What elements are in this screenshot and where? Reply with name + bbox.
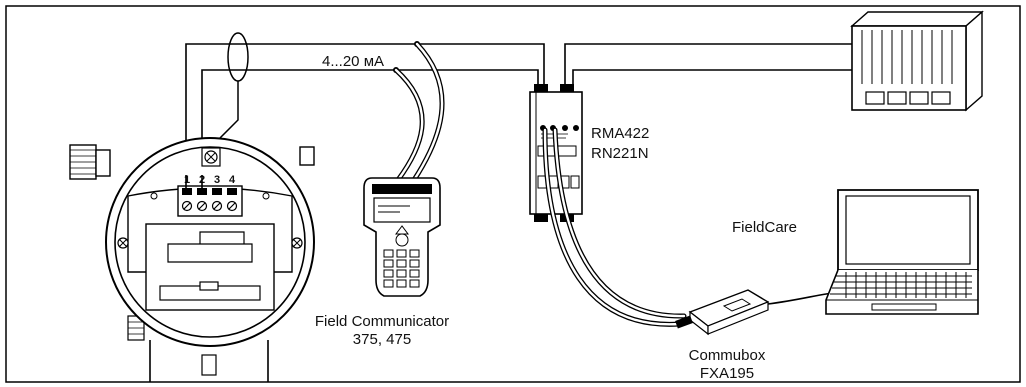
figure-frame bbox=[5, 5, 1021, 383]
ground-terminal bbox=[201, 147, 221, 167]
barrier-model-label: RN221N bbox=[591, 145, 649, 162]
commubox-label: Commubox bbox=[689, 347, 766, 364]
loop-wires bbox=[185, 43, 852, 175]
terminal-label-4: 4 bbox=[229, 174, 236, 186]
output-wire-upper bbox=[564, 43, 852, 86]
communicator-screen bbox=[373, 197, 431, 223]
communicator-cable bbox=[393, 41, 445, 183]
laptop-keyboard bbox=[830, 272, 972, 311]
loop-wire-upper bbox=[185, 43, 545, 175]
terminal-screws bbox=[181, 188, 238, 212]
housing-inner-ring bbox=[114, 146, 306, 338]
loop-wire-lower bbox=[201, 69, 539, 175]
fieldcare-label: FieldCare bbox=[732, 219, 797, 236]
transmitter-housing: 1 2 3 4 bbox=[69, 137, 315, 382]
output-wire-lower bbox=[572, 69, 852, 86]
commubox-model-label: FXA195 bbox=[700, 365, 754, 382]
communicator-label: Field Communicator bbox=[315, 313, 449, 330]
terminal-label-3: 3 bbox=[214, 174, 220, 186]
commubox-device bbox=[675, 289, 770, 336]
laptop-computer bbox=[825, 189, 979, 315]
terminal-label-1: 1 bbox=[184, 174, 190, 186]
cable-shield bbox=[227, 32, 249, 82]
cover-screw-left bbox=[117, 237, 129, 249]
signal-current-label: 4...20 мA bbox=[322, 53, 384, 70]
communicator-keypad bbox=[383, 249, 420, 288]
control-system-plc bbox=[850, 10, 984, 112]
communicator-model-label: 375, 475 bbox=[353, 331, 411, 348]
barrier-label: RMA422 bbox=[591, 125, 649, 142]
field-communicator-device bbox=[363, 177, 441, 297]
laptop-screen bbox=[845, 195, 971, 265]
cover-screw-right bbox=[291, 237, 303, 249]
